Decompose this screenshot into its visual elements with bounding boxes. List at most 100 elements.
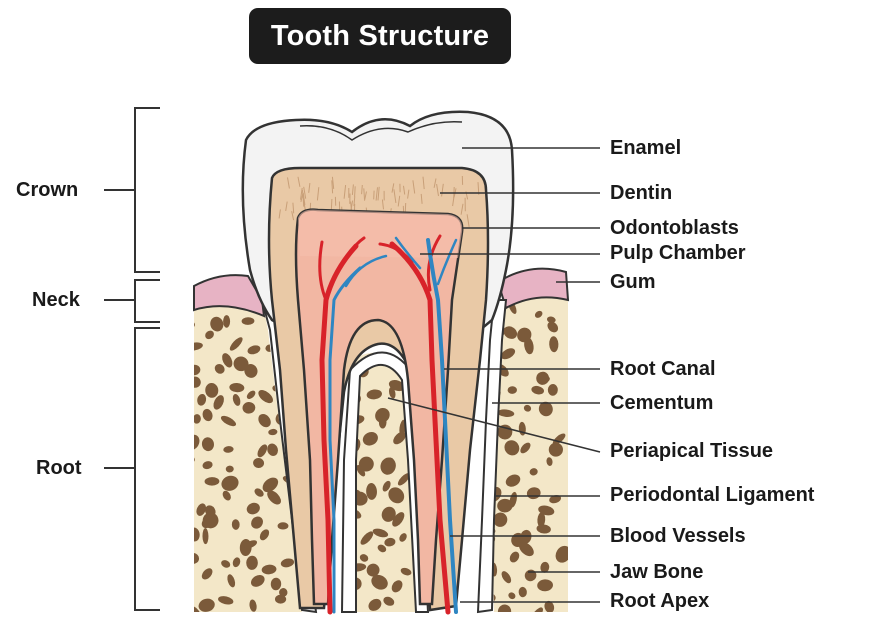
section-label-crown: Crown	[16, 179, 79, 201]
label-periapical-tissue: Periapical Tissue	[610, 440, 774, 462]
dentin-tubule	[354, 186, 356, 197]
diagram-title: Tooth Structure	[270, 20, 490, 52]
dentin-tubule	[308, 183, 311, 193]
jaw-bone-shape	[194, 292, 568, 612]
label-enamel: Enamel	[610, 137, 682, 159]
bone-spot	[249, 599, 257, 612]
blood-vessels-shape	[318, 234, 458, 615]
bone-spot	[194, 527, 200, 542]
bone-spot	[536, 524, 551, 534]
dentin-tubule	[393, 189, 397, 203]
dentin-tubule	[361, 184, 363, 195]
bone-spot	[202, 512, 219, 529]
title-banner: Tooth Structure	[249, 8, 511, 64]
label-cementum: Cementum	[610, 392, 714, 414]
dentin-tubule	[303, 199, 306, 211]
label-odontoblasts: Odontoblasts	[610, 217, 739, 239]
bone-spot	[198, 598, 215, 612]
dentin-tubule	[375, 187, 378, 201]
bone-spot	[279, 588, 288, 597]
bone-spot	[214, 363, 225, 374]
bone-spot	[201, 568, 213, 580]
bone-spot	[233, 356, 249, 372]
dentin-tubule	[331, 176, 335, 189]
bone-spot	[388, 387, 396, 399]
bone-spot	[531, 607, 544, 612]
bone-spot	[223, 446, 234, 453]
bone-spot	[251, 574, 265, 587]
bone-spot	[386, 457, 395, 466]
bone-spot	[242, 401, 256, 414]
bone-spot	[204, 477, 220, 486]
bone-spot	[391, 580, 403, 593]
label-blood-vessels: Blood Vessels	[610, 525, 746, 547]
dentin-tubule	[316, 187, 320, 201]
neck-bracket	[134, 279, 160, 323]
bone-spot	[537, 579, 553, 592]
dentin-tubule	[412, 180, 416, 194]
bone-spot	[534, 310, 543, 318]
bone-spot	[366, 389, 382, 400]
bone-spot	[229, 337, 243, 351]
bone-spot	[229, 382, 245, 393]
dentin-tubule	[300, 193, 304, 203]
dentin-tubule	[403, 185, 406, 195]
bone-spot	[366, 563, 380, 577]
bone-spot	[210, 316, 224, 332]
dentin-tubule	[466, 214, 470, 227]
bone-spot	[552, 433, 566, 445]
bone-spot	[194, 364, 201, 376]
bone-spot	[508, 592, 516, 600]
bone-spot	[537, 512, 546, 528]
bone-spot	[267, 490, 281, 505]
bone-spot	[548, 442, 563, 457]
bone-spot	[222, 353, 233, 368]
bone-spot	[549, 495, 562, 504]
bone-spot	[259, 529, 270, 541]
bone-spot	[399, 533, 407, 542]
bone-spot	[549, 336, 559, 353]
dentin-tubule	[300, 187, 303, 200]
bone-spot	[520, 442, 531, 454]
bone-spot	[232, 393, 241, 406]
bone-spot	[505, 474, 521, 487]
bone-spot	[523, 404, 532, 412]
bone-spot	[232, 557, 241, 568]
bone-spot	[202, 461, 213, 470]
root-bracket	[134, 327, 160, 611]
section-brackets	[104, 107, 160, 611]
bone-spot	[359, 554, 369, 562]
bone-spot	[400, 567, 412, 576]
bone-spot	[377, 544, 387, 553]
bone-spot	[509, 551, 520, 563]
dentin-tubule	[353, 196, 356, 207]
bone-spot	[258, 390, 273, 404]
bone-spot	[504, 440, 520, 456]
dentin-tubule	[285, 201, 288, 211]
dentin-tubule	[303, 186, 307, 199]
bone-spot	[253, 458, 265, 469]
bone-spot	[362, 431, 378, 446]
bone-spot	[397, 473, 410, 486]
bone-spot	[202, 528, 209, 545]
bone-spot	[270, 577, 282, 591]
bone-spot	[497, 604, 512, 612]
bone-spot	[383, 596, 395, 606]
bone-spot	[262, 477, 279, 493]
label-periodontal-ligament: Periodontal Ligament	[610, 484, 815, 506]
bone-spot	[501, 611, 522, 630]
dentin-tubule	[287, 177, 290, 189]
bone-spot	[392, 512, 405, 527]
bone-spot	[538, 375, 550, 384]
label-pulp-chamber: Pulp Chamber	[610, 242, 746, 264]
bone-spot	[519, 542, 534, 557]
bone-spot	[254, 488, 264, 497]
bone-spot	[181, 581, 194, 591]
label-root-canal: Root Canal	[610, 358, 716, 380]
bone-spot	[384, 537, 396, 547]
leader-periapical-tissue	[387, 397, 601, 453]
bone-spot	[246, 555, 258, 570]
bone-spot	[194, 434, 200, 450]
bone-spot	[371, 574, 388, 590]
